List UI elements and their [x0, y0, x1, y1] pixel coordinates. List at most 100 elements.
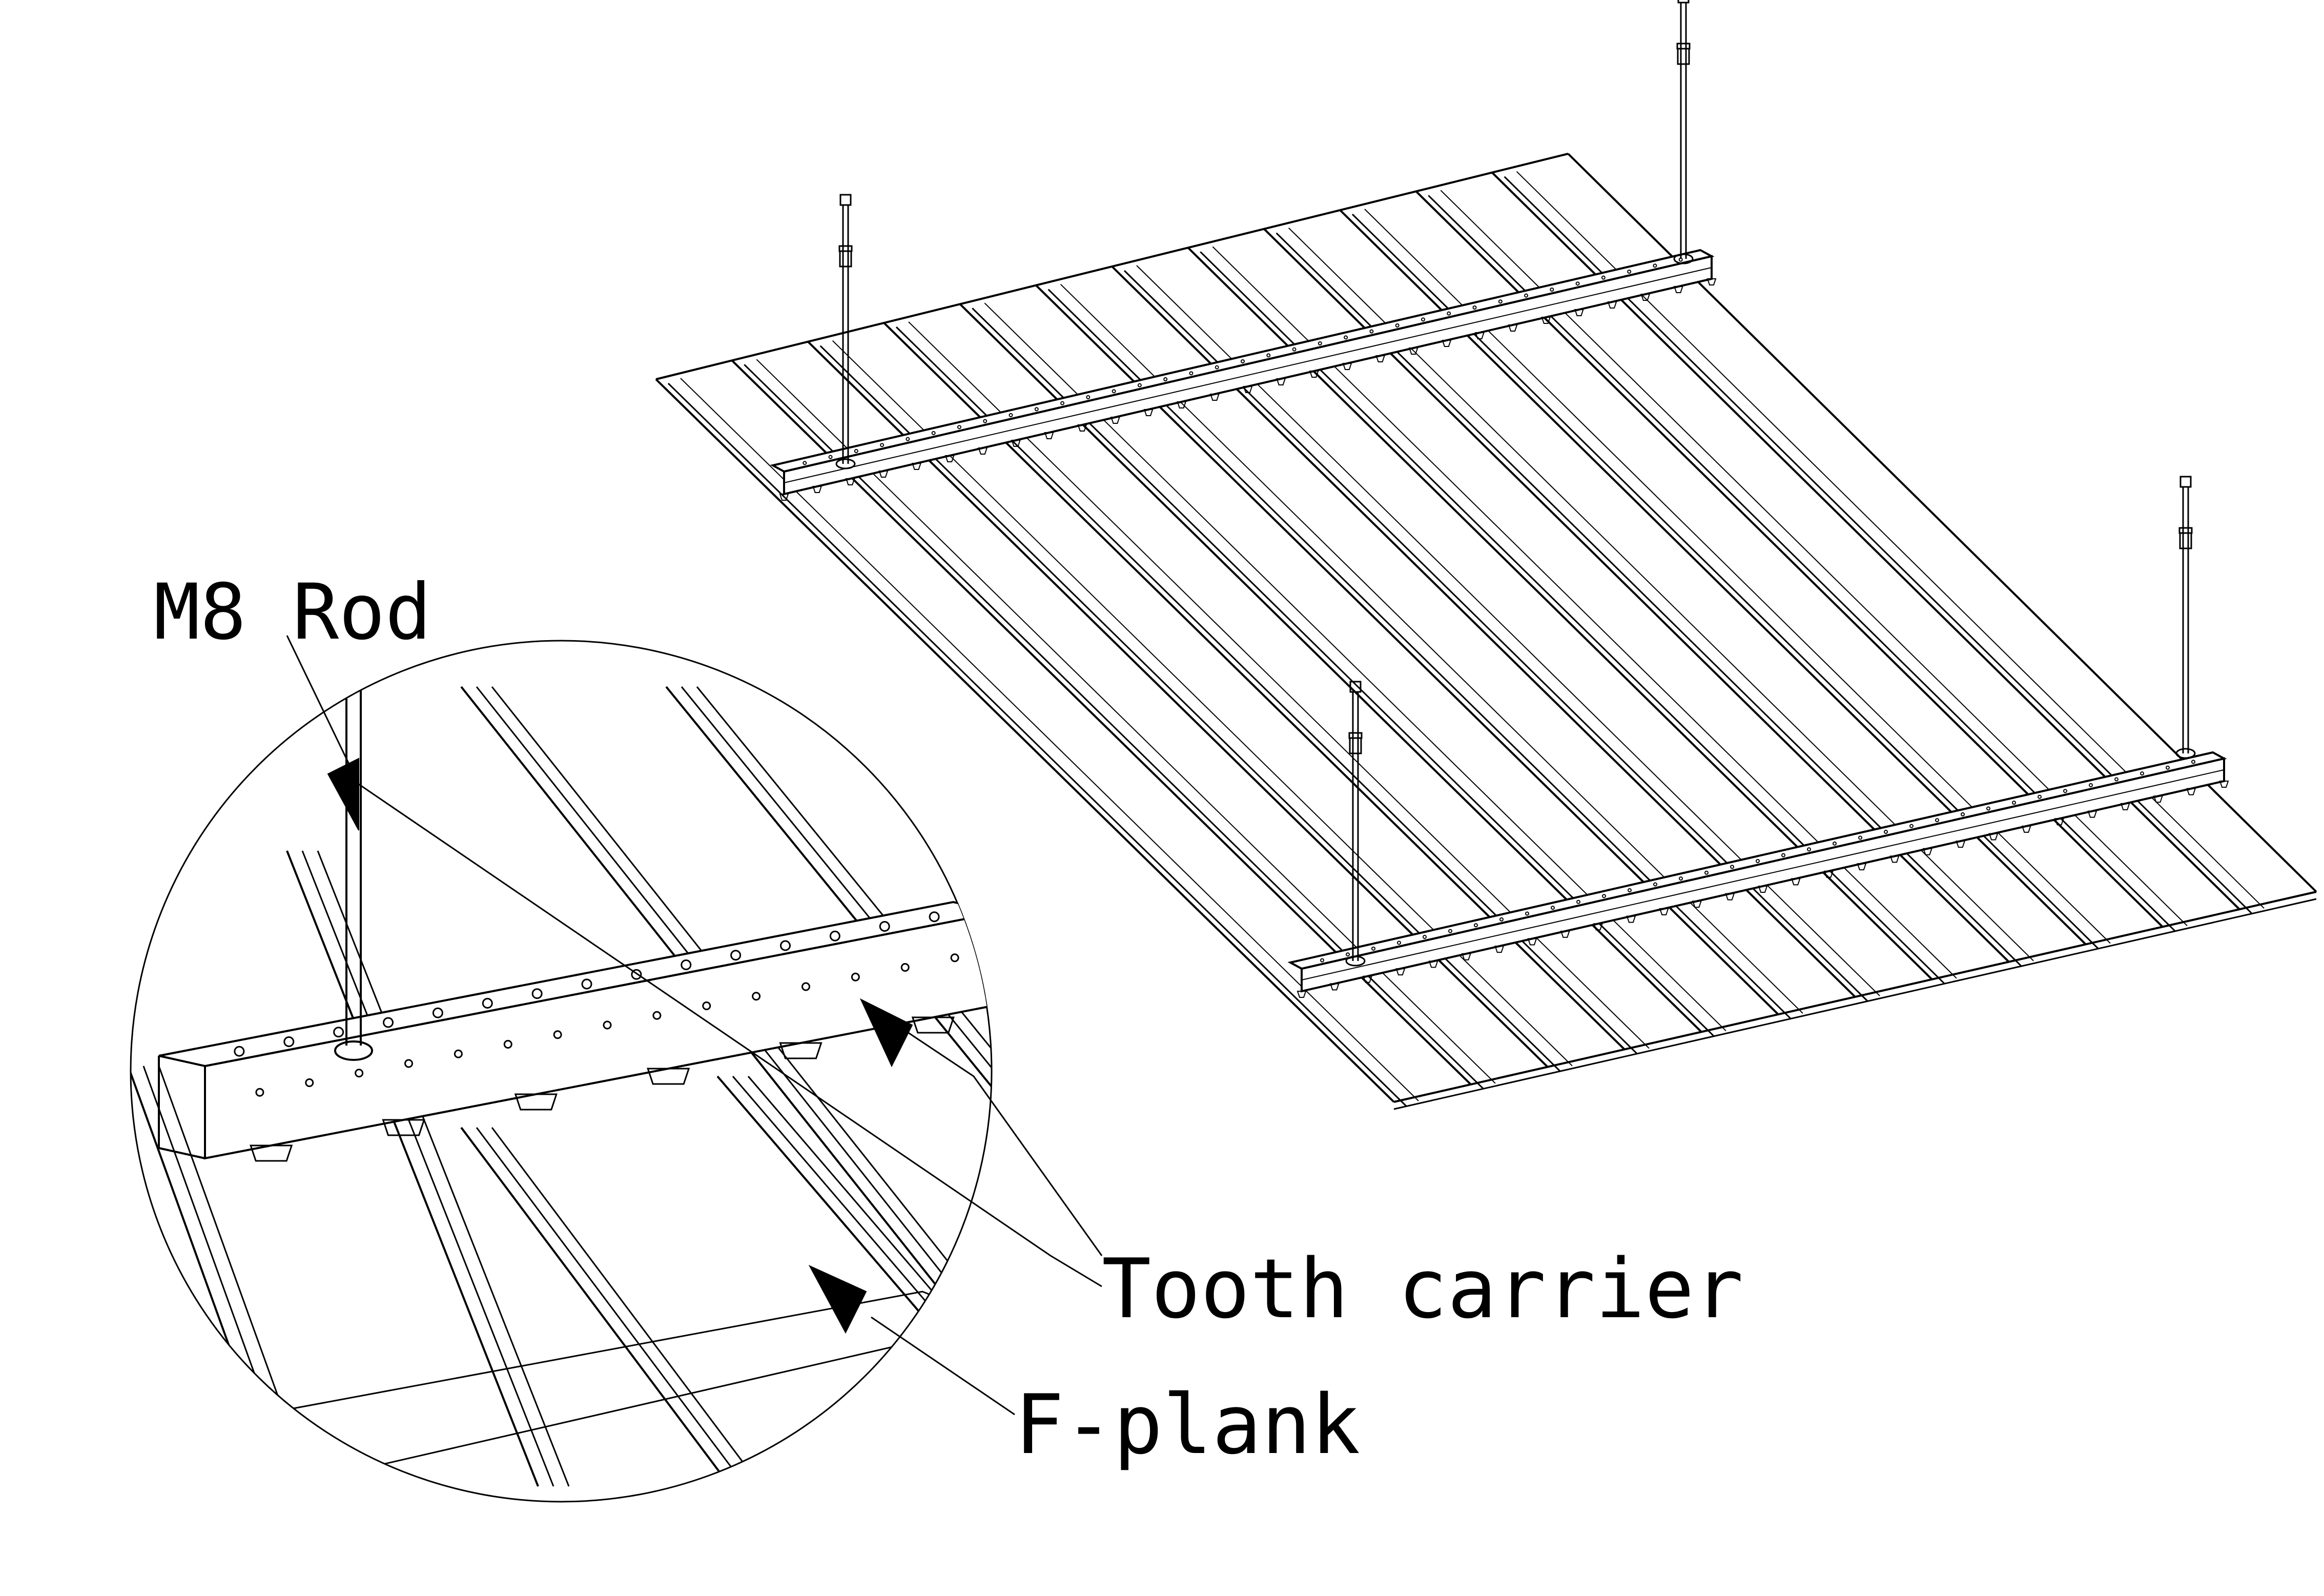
detail-carrier-hole [829, 930, 840, 942]
carrier-tooth [1541, 317, 1551, 324]
carrier-tooth [1309, 371, 1319, 378]
detail-carrier-hole [454, 1049, 463, 1058]
carrier-hole [1344, 335, 1348, 340]
label-m8-rod: M8 Rod [154, 568, 431, 657]
detail-carrier-hole [432, 1007, 443, 1018]
detail-carrier-hole [780, 940, 791, 951]
detail-groove [460, 1127, 770, 1502]
detail-carrier-hole [702, 1001, 711, 1010]
carrier-hole [1627, 270, 1632, 274]
carrier-hole [1448, 929, 1452, 933]
leader-line [871, 1316, 1015, 1416]
carrier-tooth [1626, 915, 1636, 923]
rod-base-nut [835, 458, 856, 469]
carrier-tooth [1209, 394, 1220, 401]
carrier-hole [1679, 876, 1683, 881]
carrier-tooth [1408, 347, 1418, 355]
detail-carrier-hole [383, 1017, 394, 1028]
carrier-hole [1653, 263, 1657, 268]
carrier-tooth [1442, 340, 1452, 347]
carrier-hole [1215, 365, 1219, 370]
detail-groove [747, 1076, 992, 1436]
carrier-hole [1986, 806, 1990, 811]
carrier-hole [1189, 371, 1194, 376]
carrier-hole [1653, 882, 1657, 887]
carrier-hole [1628, 888, 1632, 892]
rod-base-nut [1673, 253, 1694, 264]
carrier-hole [1474, 923, 1478, 928]
carrier-hole [2114, 777, 2119, 782]
rod-cap [839, 194, 852, 206]
detail-carrier-hole [503, 1040, 512, 1049]
carrier-tooth [1923, 848, 1932, 855]
carrier-tooth [1077, 424, 1087, 432]
rod-cap [1677, 0, 1690, 4]
carrier-slot-line [784, 267, 1712, 483]
detail-carrier-tooth [911, 1016, 955, 1034]
label-tooth-carrier: Tooth carrier [1102, 1241, 1744, 1337]
carrier-hole [1884, 830, 1888, 834]
detail-carrier-hole [929, 911, 940, 923]
rod-cap [2179, 476, 2192, 488]
carrier-hole [1447, 311, 1451, 316]
carrier-tooth [1243, 386, 1253, 393]
carrier-tooth [1758, 886, 1768, 893]
carrier-hole [1137, 383, 1142, 387]
main-assembly-view [655, 0, 2317, 1110]
leader-line [286, 635, 1102, 1287]
carrier-tooth [1494, 946, 1505, 953]
carrier-hole [1858, 835, 1862, 840]
rod-nut [2178, 527, 2193, 534]
carrier-tooth [1044, 432, 1054, 439]
carrier-hole [1935, 818, 1939, 823]
carrier-hole [1266, 353, 1271, 358]
carrier-hole [1756, 859, 1760, 863]
carrier-tooth [2021, 825, 2031, 833]
carrier-hole [1086, 395, 1091, 399]
carrier-hole [1551, 906, 1555, 910]
rod-nut [1348, 732, 1363, 739]
carrier-tooth [1560, 930, 1570, 938]
carrier-hole [1498, 299, 1503, 304]
detail-carrier-end [158, 1147, 205, 1159]
leader-m8-rod [286, 635, 1102, 1287]
detail-groove [301, 850, 554, 1487]
carrier-hole [2191, 760, 2195, 764]
detail-carrier-hole [333, 1027, 344, 1038]
carrier-tooth [1673, 286, 1683, 293]
carrier-hole [1550, 288, 1554, 292]
plank-edge [655, 378, 1395, 1103]
detail-carrier-hole [404, 1059, 413, 1068]
carrier-tooth [1692, 901, 1702, 908]
carrier-tooth [2054, 818, 2064, 826]
carrier-tooth [1329, 983, 1340, 991]
detail-groove [476, 1127, 785, 1502]
detail-content [131, 666, 992, 1502]
carrier-hole [1395, 323, 1400, 328]
carrier-tooth [1143, 409, 1154, 416]
carrier-tooth [1574, 309, 1584, 316]
detail-carrier-hole [851, 972, 860, 981]
rod-base-nut [2175, 748, 2196, 759]
carrier-hole [1112, 389, 1116, 394]
carrier-hole [1034, 407, 1039, 412]
carrier-tooth [1177, 401, 1187, 408]
detail-carrier-hole [482, 998, 493, 1009]
detail-carrier-hole [950, 953, 959, 963]
carrier-tooth [1593, 923, 1603, 931]
rod-coupler [1349, 737, 1362, 754]
carrier-tooth [1706, 278, 1717, 285]
carrier-tooth [1297, 991, 1307, 998]
leader-tooth-carrier [859, 998, 1103, 1256]
carrier-hole [1525, 911, 1529, 916]
detail-carrier-hole [681, 959, 692, 970]
carrier-tooth [1988, 833, 1999, 841]
carrier-hole [906, 437, 910, 441]
carrier-tooth [944, 455, 955, 462]
detail-groove [732, 1076, 992, 1436]
rod-coupler [839, 250, 852, 268]
carrier-hole [1371, 946, 1375, 951]
carrier-back [770, 249, 1717, 501]
